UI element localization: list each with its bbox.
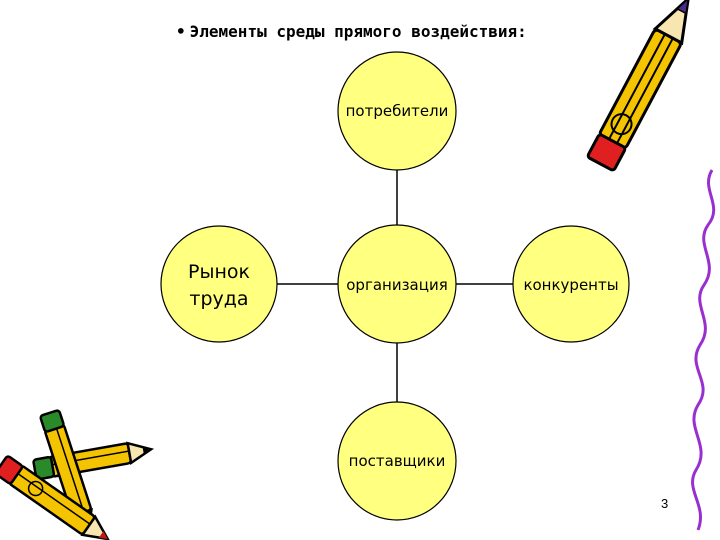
node-top-circle	[337, 51, 457, 171]
node-center: организация	[337, 224, 457, 344]
node-bottom-label: поставщики	[349, 452, 446, 470]
node-left: Рынок труда	[160, 225, 278, 343]
node-top-label: потребители	[346, 102, 449, 120]
squiggle-line	[691, 169, 716, 531]
pencil-icon	[586, 0, 691, 172]
node-top: потребители	[337, 51, 457, 171]
slide-title: •Элементы среды прямого воздействия:	[176, 22, 527, 41]
node-left-label-line2: труда	[189, 288, 248, 310]
node-center-circle	[337, 224, 457, 344]
pencil-icon	[0, 455, 111, 540]
pencils-icon	[0, 409, 155, 540]
node-right-circle	[512, 225, 630, 343]
node-right-label: конкуренты	[523, 276, 618, 294]
title-text: Элементы среды прямого воздействия:	[189, 22, 527, 41]
node-center-label: организация	[346, 276, 447, 294]
page-number: 3	[661, 496, 669, 511]
node-left-label-line1: Рынок	[188, 261, 250, 283]
connectors	[277, 170, 513, 404]
node-bottom-circle	[337, 401, 457, 521]
node-bottom: поставщики	[337, 401, 457, 521]
node-left-circle	[160, 225, 278, 343]
node-right: конкуренты	[512, 225, 630, 343]
title-bullet: •	[176, 22, 186, 41]
